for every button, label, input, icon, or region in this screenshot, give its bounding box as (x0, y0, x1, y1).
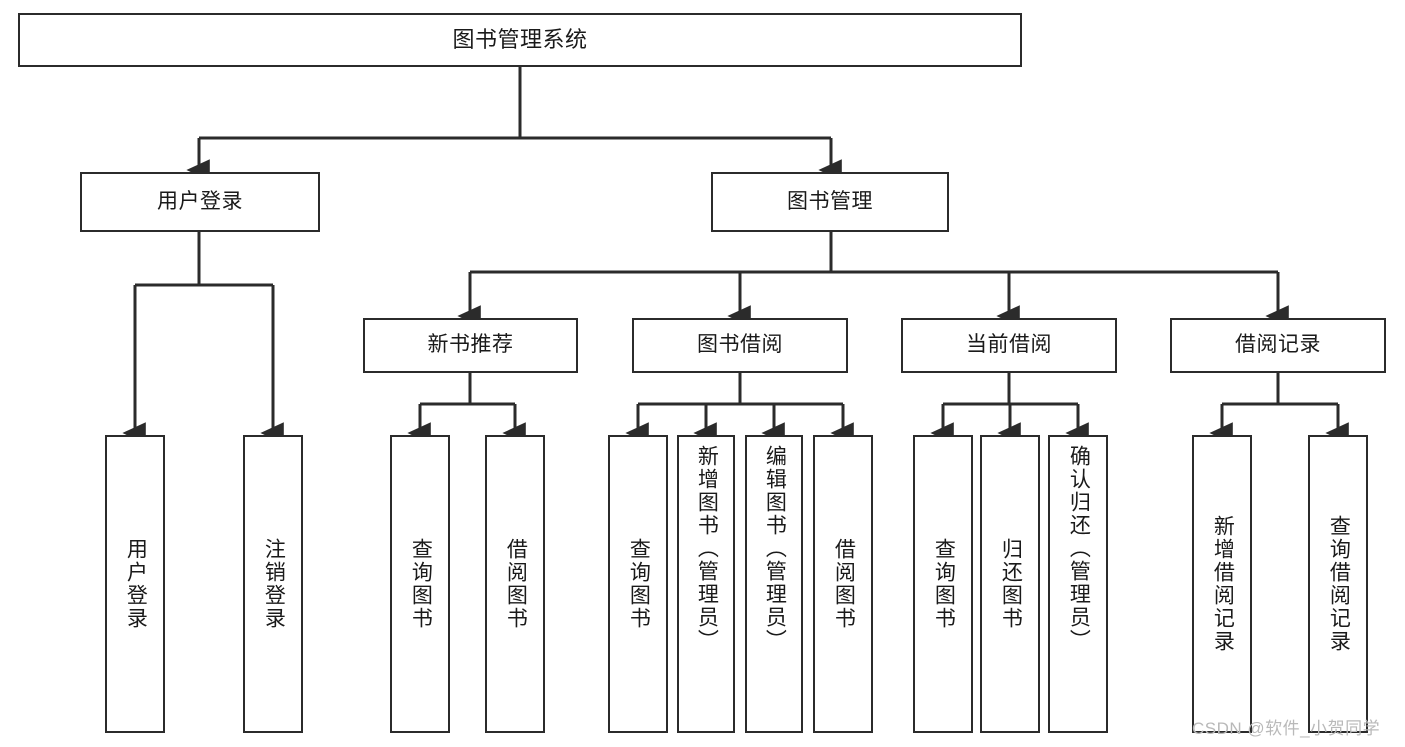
node-leaf-borrow-book-1[interactable]: 借阅图书 (485, 435, 545, 733)
node-leaf-borrow-book-2[interactable]: 借阅图书 (813, 435, 873, 733)
node-label: 用户登录 (124, 538, 148, 630)
node-leaf-user-login[interactable]: 用户登录 (105, 435, 165, 733)
node-current-borrow[interactable]: 当前借阅 (901, 318, 1117, 373)
node-leaf-edit-book[interactable]: 编辑图书（管理员） (745, 435, 803, 733)
csdn-watermark: CSDN @软件_小贺同学 (1192, 719, 1381, 738)
node-label: 查询图书 (932, 538, 956, 630)
node-label: 借阅图书 (832, 538, 856, 630)
node-new-book-recommend[interactable]: 新书推荐 (363, 318, 578, 373)
node-label: 图书管理系统 (452, 27, 588, 53)
node-root-book-management-system[interactable]: 图书管理系统 (18, 13, 1022, 67)
node-leaf-return-book[interactable]: 归还图书 (980, 435, 1040, 733)
node-leaf-query-record[interactable]: 查询借阅记录 (1308, 435, 1368, 733)
node-label: 查询图书 (627, 538, 651, 630)
node-label: 查询图书 (409, 538, 433, 630)
node-book-manage[interactable]: 图书管理 (711, 172, 949, 232)
node-leaf-confirm-return[interactable]: 确认归还（管理员） (1048, 435, 1108, 733)
node-leaf-query-book-2[interactable]: 查询图书 (608, 435, 668, 733)
node-label: 确认归还（管理员） (1067, 445, 1091, 652)
node-label: 编辑图书（管理员） (763, 445, 787, 652)
node-book-borrow[interactable]: 图书借阅 (632, 318, 848, 373)
node-label: 归还图书 (999, 538, 1023, 630)
node-label: 新增图书（管理员） (695, 445, 719, 652)
node-label: 借阅图书 (504, 538, 528, 630)
node-label: 新书推荐 (427, 333, 514, 357)
node-leaf-add-record[interactable]: 新增借阅记录 (1192, 435, 1252, 733)
node-user-login[interactable]: 用户登录 (80, 172, 320, 232)
node-label: 用户登录 (157, 189, 243, 213)
node-label: 当前借阅 (966, 333, 1052, 357)
node-leaf-query-book-3[interactable]: 查询图书 (913, 435, 973, 733)
node-borrow-record[interactable]: 借阅记录 (1170, 318, 1386, 373)
node-label: 借阅记录 (1235, 333, 1321, 357)
node-label: 查询借阅记录 (1327, 515, 1351, 653)
node-label: 图书借阅 (697, 333, 783, 357)
node-leaf-query-book-1[interactable]: 查询图书 (390, 435, 450, 733)
node-leaf-add-book[interactable]: 新增图书（管理员） (677, 435, 735, 733)
node-label: 新增借阅记录 (1211, 515, 1235, 653)
node-label: 注销登录 (262, 538, 286, 630)
node-label: 图书管理 (787, 189, 873, 213)
node-leaf-logout-login[interactable]: 注销登录 (243, 435, 303, 733)
